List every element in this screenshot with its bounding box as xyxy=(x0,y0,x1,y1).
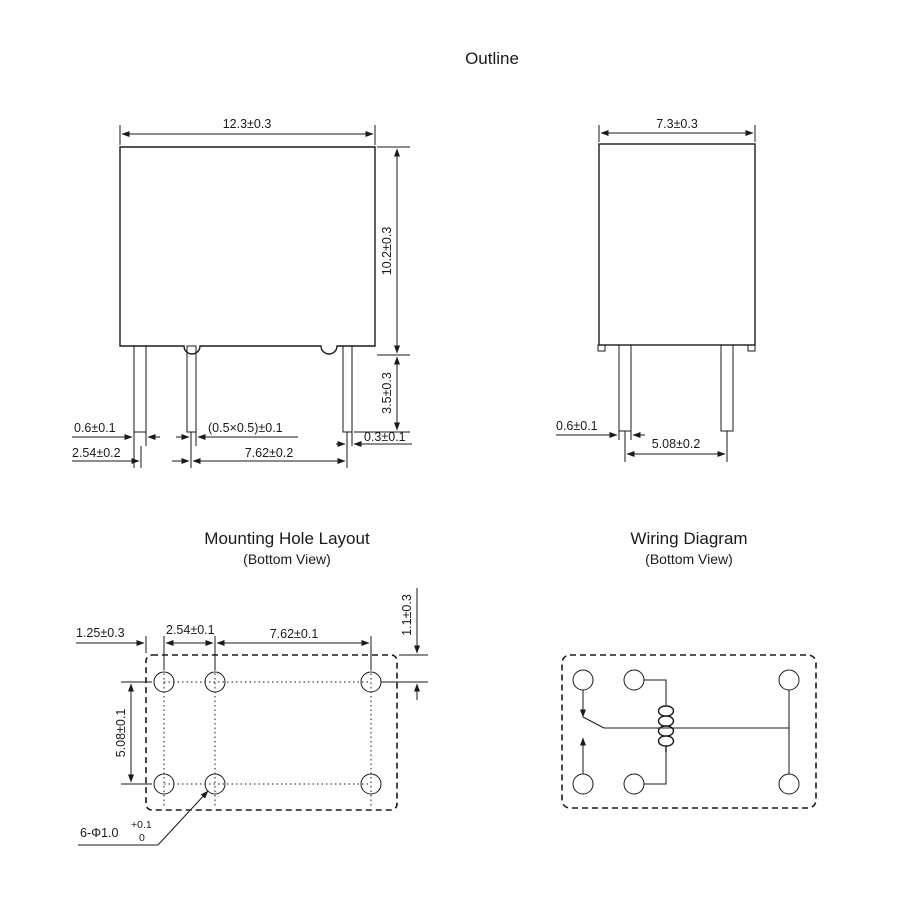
mount-hole-tol-plus: +0.1 xyxy=(131,819,152,831)
pin-width-label: 0.6±0.1 xyxy=(74,421,116,435)
wiring-outline xyxy=(561,654,817,809)
front-pin-3 xyxy=(342,345,353,433)
pin-gap-label: 0.3±0.1 xyxy=(364,430,406,444)
wiring-pin-no-1 xyxy=(778,669,800,691)
mount-edge-label: 1.25±0.3 xyxy=(76,626,125,640)
wiring-diagram xyxy=(561,654,817,809)
relay-body-side xyxy=(598,143,756,346)
mount-hole-5 xyxy=(204,773,226,795)
mount-hole-label: 6-Φ1.0 xyxy=(80,826,119,840)
side-pin-width-label: 0.6±0.1 xyxy=(556,419,598,433)
wiring-pin-coil-2 xyxy=(623,773,645,795)
mounting-subtitle: (Bottom View) xyxy=(243,551,331,567)
side-pitch-label: 5.08±0.2 xyxy=(652,437,701,451)
front-width-label: 12.3±0.3 xyxy=(223,117,272,131)
front-height-label: 10.2±0.3 xyxy=(380,227,394,276)
coil-symbol xyxy=(657,705,675,752)
outline-title: Outline xyxy=(465,49,519,68)
wiring-pin-no-2 xyxy=(778,773,800,795)
pitch-a-label: 2.54±0.2 xyxy=(72,446,121,460)
front-pin-1 xyxy=(133,345,147,433)
front-view: 12.3±0.3 10.2±0.3 3.5±0.3 0.6±0.1 (0.5×0… xyxy=(72,117,412,468)
relay-body-front xyxy=(119,146,376,355)
wiring-subtitle: (Bottom View) xyxy=(645,551,733,567)
side-foot-left xyxy=(597,344,606,352)
wiring-pin-coil-1 xyxy=(623,669,645,691)
mount-edge-top-label: 1.1±0.3 xyxy=(400,594,414,636)
mount-row-label: 5.08±0.1 xyxy=(114,709,128,758)
mounting-title: Mounting Hole Layout xyxy=(204,529,370,548)
pin-section-label: (0.5×0.5)±0.1 xyxy=(208,421,283,435)
mount-pitch-b-label: 7.62±0.1 xyxy=(270,627,319,641)
side-foot-right xyxy=(747,344,756,352)
mounting-outline xyxy=(145,654,398,811)
mounting-layout: 1.25±0.3 2.54±0.1 7.62±0.1 1.1±0.3 5.08±… xyxy=(76,588,428,846)
mount-hole-1 xyxy=(153,671,175,693)
pin-length-label: 3.5±0.3 xyxy=(380,372,394,414)
side-view: 7.3±0.3 0.6±0.1 5.08±0.2 xyxy=(556,117,756,462)
front-pin-2 xyxy=(186,345,197,433)
mount-pitch-a-label: 2.54±0.1 xyxy=(166,623,215,637)
mount-hole-tol-minus: 0 xyxy=(139,832,145,844)
wiring-pin-com xyxy=(572,669,594,691)
wiring-pin-nc xyxy=(572,773,594,795)
wiring-title: Wiring Diagram xyxy=(630,529,748,548)
mount-hole-2 xyxy=(204,671,226,693)
side-pin-1 xyxy=(618,344,632,432)
pitch-b-label: 7.62±0.2 xyxy=(245,446,294,460)
side-width-label: 7.3±0.3 xyxy=(656,117,698,131)
side-pin-2 xyxy=(720,344,734,432)
mount-hole-6 xyxy=(360,773,382,795)
mount-hole-4 xyxy=(153,773,175,795)
